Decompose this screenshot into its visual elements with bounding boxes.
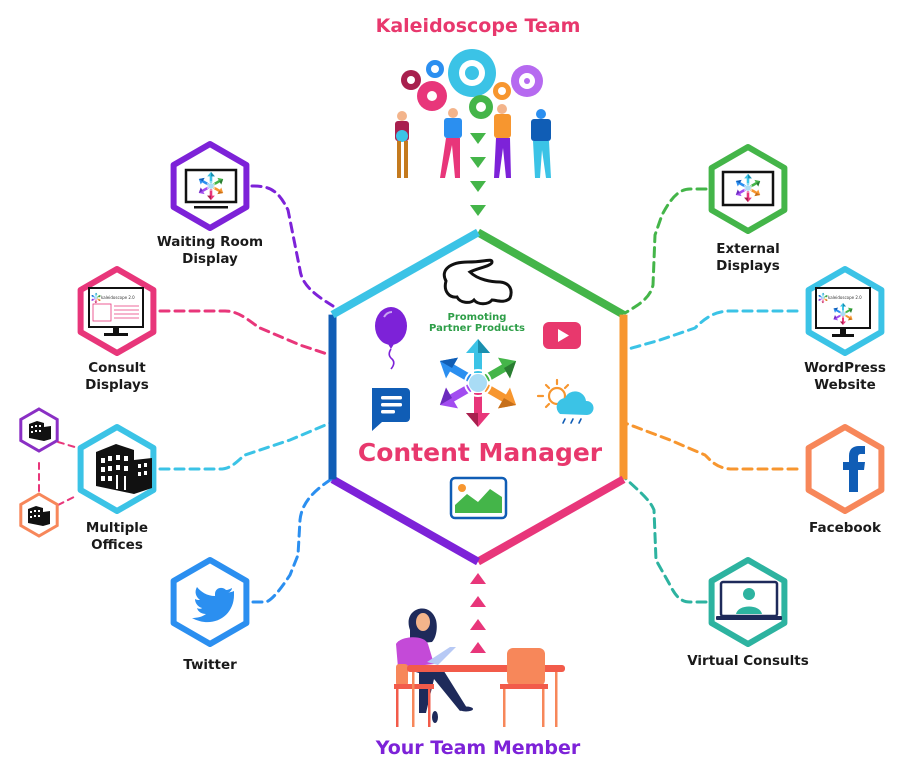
arrow-arm bbox=[833, 307, 842, 314]
down-arrow-icon bbox=[470, 133, 486, 144]
arrow-arm bbox=[207, 189, 215, 201]
arrow-arm bbox=[744, 191, 752, 203]
node-label: Website bbox=[814, 377, 876, 393]
node-label: Displays bbox=[716, 258, 780, 274]
connector-office-link bbox=[57, 496, 75, 506]
team-person bbox=[494, 104, 511, 178]
node-label: Multiple bbox=[86, 520, 148, 536]
node-label: Waiting Room bbox=[157, 234, 263, 250]
up-arrow-icon bbox=[470, 596, 486, 607]
connector-twitter bbox=[251, 476, 335, 604]
up-arrow-icon bbox=[470, 619, 486, 630]
node-label: External bbox=[716, 241, 780, 257]
gear-icon bbox=[401, 70, 421, 90]
consult-monitor-icon: kaleidoscope 2.0 bbox=[88, 287, 144, 336]
twitter-icon bbox=[192, 587, 234, 623]
node-label: Offices bbox=[91, 537, 143, 553]
wordpress-monitor-icon: kaleidoscope 2.0 bbox=[815, 287, 871, 337]
arrow-arm bbox=[94, 292, 98, 297]
connector-waiting-room bbox=[250, 184, 335, 308]
team-person bbox=[531, 109, 551, 178]
down-arrow-icon bbox=[470, 181, 486, 192]
dental-aligner-icon bbox=[442, 258, 513, 306]
arrow-arm bbox=[744, 173, 752, 185]
content-manager-hexagon bbox=[328, 228, 628, 566]
laptop-user-icon bbox=[716, 580, 782, 620]
facebook-icon bbox=[843, 446, 865, 492]
down-arrow-icon bbox=[470, 157, 486, 168]
arrow-arm bbox=[840, 316, 846, 325]
external-tv-icon bbox=[721, 170, 775, 207]
connector-office-link bbox=[57, 441, 79, 449]
team-person bbox=[440, 108, 462, 178]
up-arrow-icon bbox=[470, 642, 486, 653]
kaleidoscope-arrows-icon bbox=[439, 339, 517, 427]
node-label: WordPress bbox=[804, 360, 886, 376]
gear-icon bbox=[493, 82, 511, 100]
building-icon bbox=[96, 444, 152, 494]
arrow-arm bbox=[466, 339, 490, 373]
node-label: Virtual Consults bbox=[687, 653, 809, 669]
arrow-arm bbox=[207, 171, 215, 183]
balloon-icon bbox=[375, 307, 407, 370]
team-person bbox=[395, 111, 409, 178]
up-arrow-icon bbox=[470, 573, 486, 584]
node-label: Facebook bbox=[809, 520, 882, 536]
connectors bbox=[38, 184, 799, 604]
kaleidoscope-brand-text: kaleidoscope 2.0 bbox=[828, 295, 862, 300]
hexagon-edge bbox=[476, 228, 626, 319]
team-member-illustration bbox=[394, 608, 565, 727]
arrow-arm bbox=[213, 186, 224, 195]
promoting-label: Promoting bbox=[448, 312, 507, 323]
content-manager-contents: Promoting Partner Products bbox=[358, 258, 603, 520]
arrow-arm bbox=[821, 292, 825, 297]
kaleidoscope-brand-text: kaleidoscope 2.0 bbox=[101, 295, 135, 300]
connector-consult bbox=[158, 309, 332, 357]
up-arrows bbox=[470, 573, 486, 653]
connector-external bbox=[623, 187, 708, 315]
node-label: Display bbox=[182, 251, 238, 267]
youtube-icon bbox=[543, 322, 581, 349]
gear-icon bbox=[417, 81, 447, 111]
partner-products-label: Partner Products bbox=[429, 323, 525, 334]
connector-wordpress bbox=[623, 309, 799, 352]
node-label: Consult bbox=[88, 360, 146, 376]
down-arrow-icon bbox=[470, 205, 486, 216]
your-team-member-title: Your Team Member bbox=[375, 737, 581, 759]
hexagon-edge bbox=[330, 475, 480, 566]
image-icon bbox=[449, 476, 508, 520]
waiting-room-tv-icon bbox=[184, 168, 238, 209]
weather-icon bbox=[536, 378, 594, 424]
gear-icon bbox=[426, 60, 444, 78]
node-facebook: Facebook bbox=[805, 424, 885, 536]
team-gears-illustration bbox=[395, 49, 551, 178]
gear-icon bbox=[511, 65, 543, 97]
gear-icon bbox=[448, 49, 496, 97]
small-building-icon bbox=[29, 421, 51, 441]
node-label: Displays bbox=[85, 377, 149, 393]
arrow-arm bbox=[821, 299, 825, 304]
hexagon-edge bbox=[476, 475, 626, 566]
gear-icon bbox=[469, 95, 493, 119]
arrow-arm bbox=[94, 299, 98, 304]
small-building-icon bbox=[28, 506, 50, 526]
connector-facebook bbox=[623, 421, 799, 471]
content-manager-title: Content Manager bbox=[358, 438, 603, 467]
chat-icon bbox=[372, 388, 410, 431]
arrow-arm bbox=[840, 303, 846, 312]
hexagon-edge bbox=[330, 228, 480, 319]
connector-offices bbox=[158, 421, 332, 471]
node-label: Twitter bbox=[183, 657, 237, 673]
connector-virtual bbox=[623, 476, 708, 604]
arrow-arm bbox=[466, 393, 490, 427]
down-arrows bbox=[470, 133, 486, 216]
kaleidoscope-team-title: Kaleidoscope Team bbox=[376, 15, 581, 37]
